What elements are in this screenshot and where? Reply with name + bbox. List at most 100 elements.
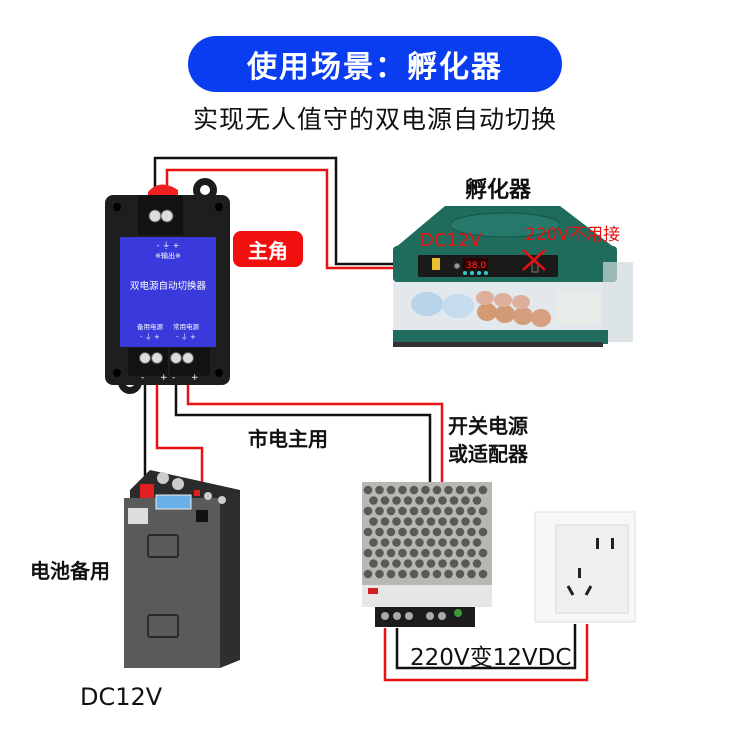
title-banner: 使用场景：孵化器 [188,36,562,92]
psu-vent-hole [449,538,459,547]
psu-vent-hole [409,506,419,516]
psu-vent-hole [467,485,476,495]
psu-vent-hole [403,538,413,547]
psu-vent-hole [467,548,476,558]
psu-vent-hole [455,506,465,516]
psu-vent-hole [467,527,476,537]
psu-vent-hole [432,548,442,558]
wire-ac-neutral [395,624,577,670]
psu-vent-hole [403,559,413,568]
psu-label-line2: 或适配器 [448,442,528,466]
incubator-label: 孵化器 [465,178,532,203]
psu-vent-hole [363,506,373,516]
svg-text:+: + [191,373,199,383]
psu-vent-hole [421,506,430,516]
psu-vent-hole [478,485,488,495]
psu-vent-hole [363,527,373,537]
psu-vent-hole [375,506,384,516]
psu-vent-hole [472,538,482,547]
psu-vent-hole [438,559,447,568]
psu-vent-hole [426,538,436,547]
psu-vent-hole [438,496,447,505]
psu-vent-hole [398,485,407,495]
psu-vent-hole [386,548,396,558]
psu-vent-hole [415,538,424,547]
subtitle: 实现无人值守的双电源自动切换 [192,105,557,134]
switcher-main-polarity: - ⏚ + [176,333,196,341]
psu-vent-hole [380,517,390,526]
mains-primary-label: 市电主用 [248,427,328,451]
psu-vent-hole [386,506,396,516]
dual-power-switcher: - + - + [105,178,230,394]
main-role-badge: 主角 [233,231,303,267]
psu-vent-hole [380,538,390,547]
wire-output-negative [153,156,455,266]
psu-vent-hole [403,517,413,526]
psu-vent-hole [472,517,482,526]
psu-vent-hole [409,569,419,579]
psu-vent-hole [461,559,470,568]
psu-vent-hole [449,559,459,568]
psu-vent-hole [369,496,378,505]
psu-vent-hole [363,569,373,579]
psu-vent-hole [363,485,373,495]
conversion-label: 220V变12VDC [410,645,572,671]
psu-vent-hole [455,548,465,558]
wall-socket [534,511,636,623]
psu-vent-hole [421,548,430,558]
switcher-output-polarity: - ⏚ + [157,241,180,250]
psu-vent-hole [386,569,396,579]
psu-vent-hole [438,517,447,526]
switcher-output-label: ※输出※ [155,251,181,260]
psu-vent-hole [455,527,465,537]
psu-vent-hole [421,527,430,537]
psu-vent-hole [369,517,378,526]
psu-vent-hole [472,496,482,505]
psu-vent-hole [449,517,459,526]
psu-vent-hole [455,569,465,579]
psu-vent-hole [363,548,373,558]
battery-backup-label: 电池备用 [30,559,110,583]
psu-vent-hole [392,538,401,547]
psu-vent-hole [432,527,442,537]
psu-vent-hole [455,485,465,495]
svg-text:-: - [172,373,175,383]
incubator-device: 38.0 [393,206,633,347]
psu-vent-hole [444,548,453,558]
psu-vent-hole [386,485,396,495]
psu-vent-hole [461,538,470,547]
psu-vent-hole [461,517,470,526]
switcher-panel-title: 双电源自动切换器 [130,280,207,292]
psu-vent-hole [478,506,488,516]
wire-output-positive [165,168,455,270]
psu-vent-hole [415,559,424,568]
psu-vent-hole [375,548,384,558]
psu-vent-hole [432,485,442,495]
psu-vent-hole [478,527,488,537]
psu-vent-hole [478,548,488,558]
psu-vent-hole [380,496,390,505]
psu-vent-hole [444,527,453,537]
battery-pack [124,470,240,668]
psu-vent-hole [409,527,419,537]
switching-power-supply [362,482,492,627]
wire-backup-positive [155,368,204,515]
psu-vent-hole [432,569,442,579]
incubator-dc-label: DC12V [420,230,482,251]
psu-vent-hole [472,559,482,568]
psu-vent-hole [409,548,419,558]
psu-vent-hole [426,496,436,505]
psu-vent-hole [386,527,396,537]
psu-vent-hole [380,559,390,568]
psu-vent-hole [375,527,384,537]
wire-ac-live [383,624,589,682]
incubator-ac-label: 220V不用接 [525,225,620,245]
psu-vent-hole [398,506,407,516]
psu-vent-hole [369,559,378,568]
svg-text:38.0: 38.0 [466,261,486,271]
switcher-backup-polarity: - ⏚ + [140,333,160,341]
psu-vent-hole [438,538,447,547]
psu-vent-hole [432,506,442,516]
psu-vent-hole [392,517,401,526]
psu-vent-hole [444,506,453,516]
